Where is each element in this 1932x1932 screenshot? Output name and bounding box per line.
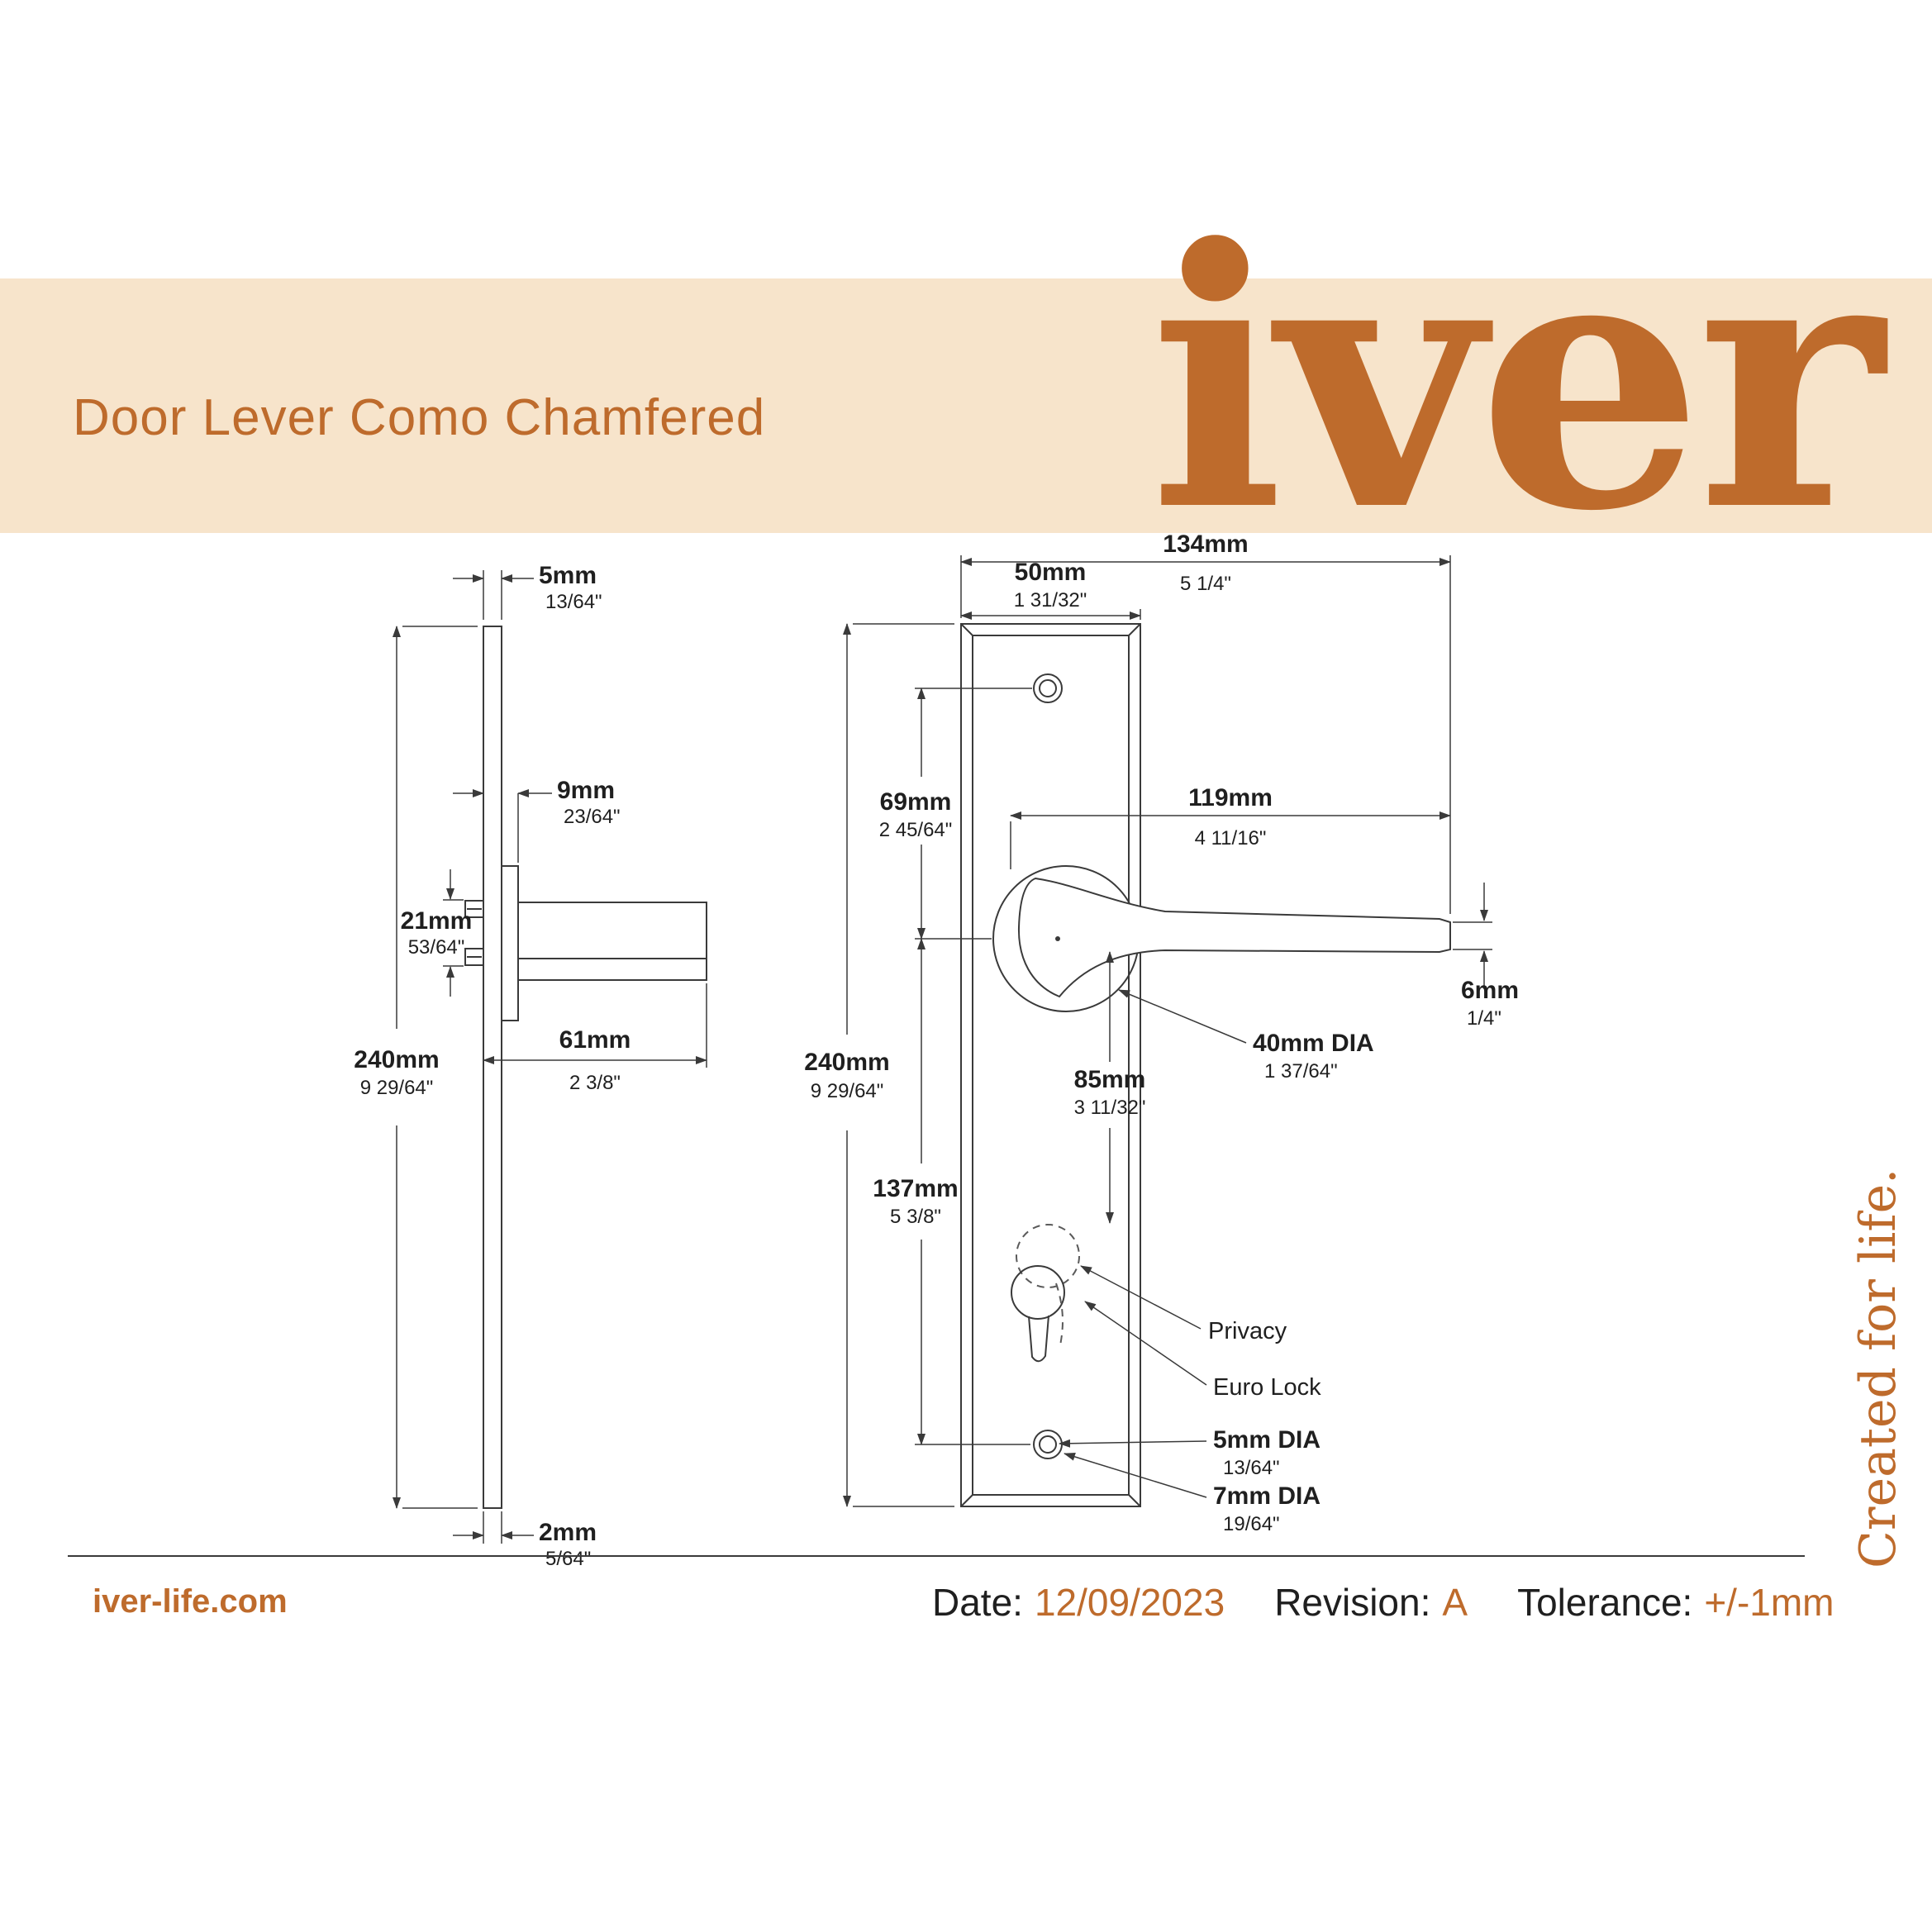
side-backplate (483, 626, 502, 1509)
website-link: iver-life.com (93, 1583, 288, 1620)
euro-cylinder-stem-dashed (1055, 1282, 1064, 1346)
dim-front-screw-hole-dia-mm: 5mm DIA (1213, 1426, 1321, 1454)
dim-front-height-in: 9 29/64" (811, 1080, 884, 1102)
dim-front-plate-width-mm: 50mm (1015, 559, 1087, 586)
side-lever-boss (501, 865, 519, 1021)
footer-date: Date: 12/09/2023 (932, 1580, 1225, 1625)
handle-centre-mark (1055, 936, 1060, 941)
footer-revision: Revision: A (1274, 1580, 1468, 1625)
date-value: 12/09/2023 (1034, 1581, 1225, 1624)
lever-handle (1017, 877, 1451, 998)
leader-euro-lock (1084, 1301, 1207, 1386)
leader-screw-head (1064, 1453, 1207, 1498)
dim-side-fixing-spacing-in: 53/64" (408, 936, 465, 959)
dim-front-rose-dia-mm: 40mm DIA (1253, 1030, 1374, 1057)
footer-divider (68, 1555, 1805, 1557)
front-backplate-chamfer (972, 635, 1130, 1496)
dim-front-rose-dia-in: 1 37/64" (1264, 1060, 1338, 1083)
dimension-labels-front: 134mm 5 1/4" 50mm 1 31/32" 69mm 2 45/64"… (804, 531, 1519, 1535)
dim-side-height-in: 9 29/64" (360, 1077, 434, 1099)
dim-front-lever-end-in: 1/4" (1467, 1007, 1501, 1030)
dim-side-projection-mm: 61mm (559, 1026, 631, 1054)
dim-front-overall-width-in: 5 1/4" (1180, 573, 1231, 595)
brand-logo: iver (1149, 172, 1884, 589)
dim-front-overall-width-mm: 134mm (1163, 531, 1248, 558)
privacy-turn-outline (1016, 1224, 1080, 1288)
leader-screw-hole (1059, 1439, 1207, 1448)
dimensions-side (393, 570, 707, 1544)
dim-front-centre-to-bottom-screw-mm: 137mm (873, 1175, 958, 1202)
leader-rose-dia (1118, 989, 1247, 1044)
tolerance-value: +/-1mm (1704, 1581, 1834, 1624)
label-privacy: Privacy (1208, 1318, 1287, 1344)
dim-front-top-screw-to-centre-mm: 69mm (880, 788, 952, 816)
bottom-screw-hole-inner (1039, 1435, 1057, 1454)
dim-front-centres-in: 3 11/32" (1074, 1097, 1146, 1119)
side-view (464, 626, 707, 1509)
euro-cylinder-stem (1028, 1315, 1049, 1363)
top-screw-hole-outer (1033, 673, 1063, 703)
side-fixing-screw-top (464, 900, 484, 918)
dim-front-lever-length-mm: 119mm (1188, 784, 1273, 811)
bottom-screw-hole-outer (1033, 1430, 1063, 1459)
front-backplate-outer (960, 623, 1141, 1507)
footer-meta: Date: 12/09/2023 Revision: A Tolerance: … (932, 1580, 1834, 1625)
dim-front-lever-length-in: 4 11/16" (1195, 827, 1267, 849)
date-label: Date: (932, 1581, 1023, 1624)
dim-side-thickness-top-mm: 5mm (539, 562, 597, 589)
dim-side-boss-depth-mm: 9mm (557, 777, 615, 804)
tolerance-label: Tolerance: (1517, 1581, 1693, 1624)
dim-front-height-mm: 240mm (804, 1049, 889, 1076)
dim-front-lever-end-mm: 6mm (1461, 977, 1519, 1004)
leader-privacy (1080, 1265, 1202, 1330)
dim-side-thickness-bottom-mm: 2mm (539, 1519, 597, 1546)
revision-label: Revision: (1274, 1581, 1431, 1624)
revision-value: A (1442, 1581, 1468, 1624)
top-screw-hole-inner (1039, 679, 1057, 697)
front-view (960, 623, 1451, 1507)
dim-front-centres-mm: 85mm (1074, 1066, 1146, 1093)
page-title: Door Lever Como Chamfered (73, 389, 766, 446)
dim-side-thickness-top-in: 13/64" (545, 591, 602, 613)
dim-front-screw-head-dia-in: 19/64" (1223, 1513, 1280, 1535)
dim-side-thickness-bottom-in: 5/64" (545, 1548, 591, 1570)
label-euro-lock: Euro Lock (1213, 1374, 1321, 1401)
dim-side-fixing-spacing-mm: 21mm (401, 907, 473, 935)
dim-front-plate-width-in: 1 31/32" (1014, 589, 1087, 611)
dim-front-screw-head-dia-mm: 7mm DIA (1213, 1482, 1321, 1510)
dim-front-top-screw-to-centre-in: 2 45/64" (879, 819, 953, 841)
footer-tolerance: Tolerance: +/-1mm (1517, 1580, 1834, 1625)
dimension-labels-side: 5mm 13/64" 9mm 23/64" 21mm 53/64" 240mm … (354, 562, 631, 1570)
dim-side-projection-in: 2 3/8" (569, 1072, 621, 1094)
side-lever-grip (517, 902, 707, 981)
euro-cylinder-circle (1011, 1265, 1065, 1320)
dimensions-front (843, 555, 1492, 1507)
dim-front-centre-to-bottom-screw-in: 5 3/8" (890, 1206, 941, 1228)
dim-front-screw-hole-dia-in: 13/64" (1223, 1457, 1280, 1479)
dim-side-height-mm: 240mm (354, 1046, 439, 1073)
side-fixing-screw-bottom (464, 948, 484, 966)
brand-band (0, 278, 1932, 533)
dim-side-boss-depth-in: 23/64" (564, 806, 621, 828)
